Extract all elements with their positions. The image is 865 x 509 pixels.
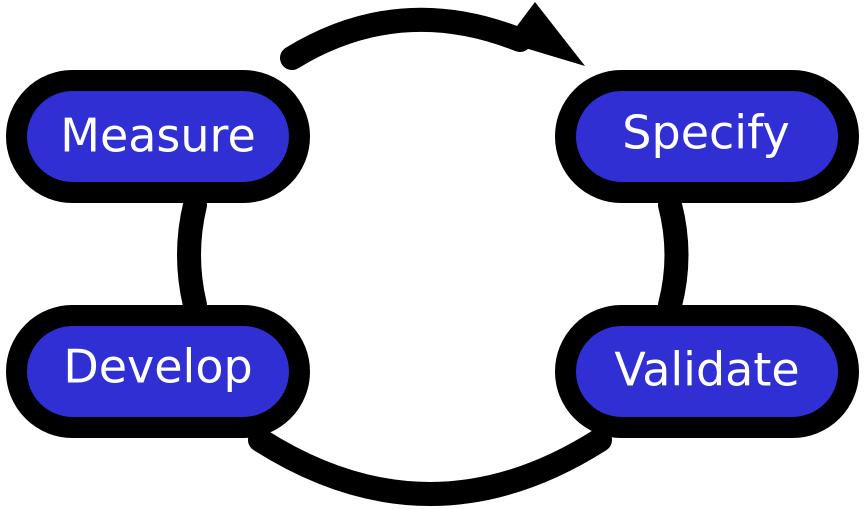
node-specify-label: Specify [622, 106, 789, 160]
node-develop: Develop [6, 305, 310, 438]
node-specify: Specify [555, 70, 859, 203]
arc-specify-to-validate [658, 193, 689, 317]
node-validate: Validate [555, 305, 859, 438]
node-specify-pill [555, 70, 859, 203]
arc-measure-to-specify [280, 7, 532, 70]
node-measure-label: Measure [60, 109, 256, 163]
node-measure-pill [6, 70, 310, 203]
node-validate-pill [555, 305, 859, 438]
node-develop-label: Develop [63, 340, 252, 394]
cycle-connectors [177, 7, 689, 506]
arrowhead-icon [505, 2, 585, 66]
node-validate-label: Validate [614, 343, 799, 397]
node-measure: Measure [6, 70, 310, 203]
arc-develop-to-measure [177, 193, 207, 317]
node-develop-pill [6, 305, 310, 438]
arc-validate-to-develop [248, 428, 612, 506]
